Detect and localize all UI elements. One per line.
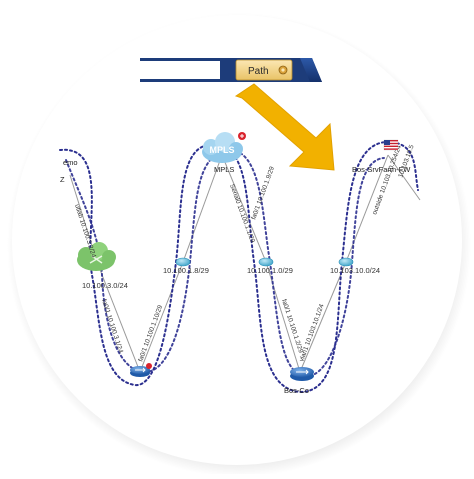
switch-node-icon-3[interactable] (338, 257, 354, 267)
path-button-label: Path (248, 66, 269, 77)
mpls-node-label: MPLS (214, 165, 234, 174)
subnet-label-1: 10.100.3.0/24 (82, 281, 128, 290)
left-top-device-label: emo (63, 158, 78, 167)
mpls-cloud-label: MPLS (209, 145, 234, 155)
switch-node-icon-2[interactable] (258, 257, 274, 267)
bos-core-label: Bos-Co (284, 386, 309, 395)
subnet-label-2: 10.100.1.8/29 (163, 266, 209, 275)
link-lines (69, 154, 421, 373)
alert-badge-icon (146, 363, 152, 369)
left-top-device-label-2: Z (60, 175, 65, 184)
toolbar (140, 58, 322, 82)
routing-path (59, 140, 419, 394)
subnet-label-3: 10.100.1.0/29 (247, 266, 293, 275)
mpls-cloud-icon[interactable] (202, 132, 246, 163)
bos-srvfarm-label: Bos-SrvFarm-FW (352, 165, 411, 174)
flag-icon (383, 139, 399, 151)
path-button[interactable] (235, 59, 293, 81)
subnet-label-4: 10.103.10.0/24 (330, 266, 380, 275)
router-icon-core[interactable] (290, 367, 314, 381)
arrow-icon (234, 83, 335, 171)
cloud-device-icon[interactable] (77, 242, 116, 271)
circular-frame (12, 15, 462, 465)
router-icon-left[interactable] (130, 363, 152, 377)
switch-node-icon-1[interactable] (175, 257, 191, 267)
